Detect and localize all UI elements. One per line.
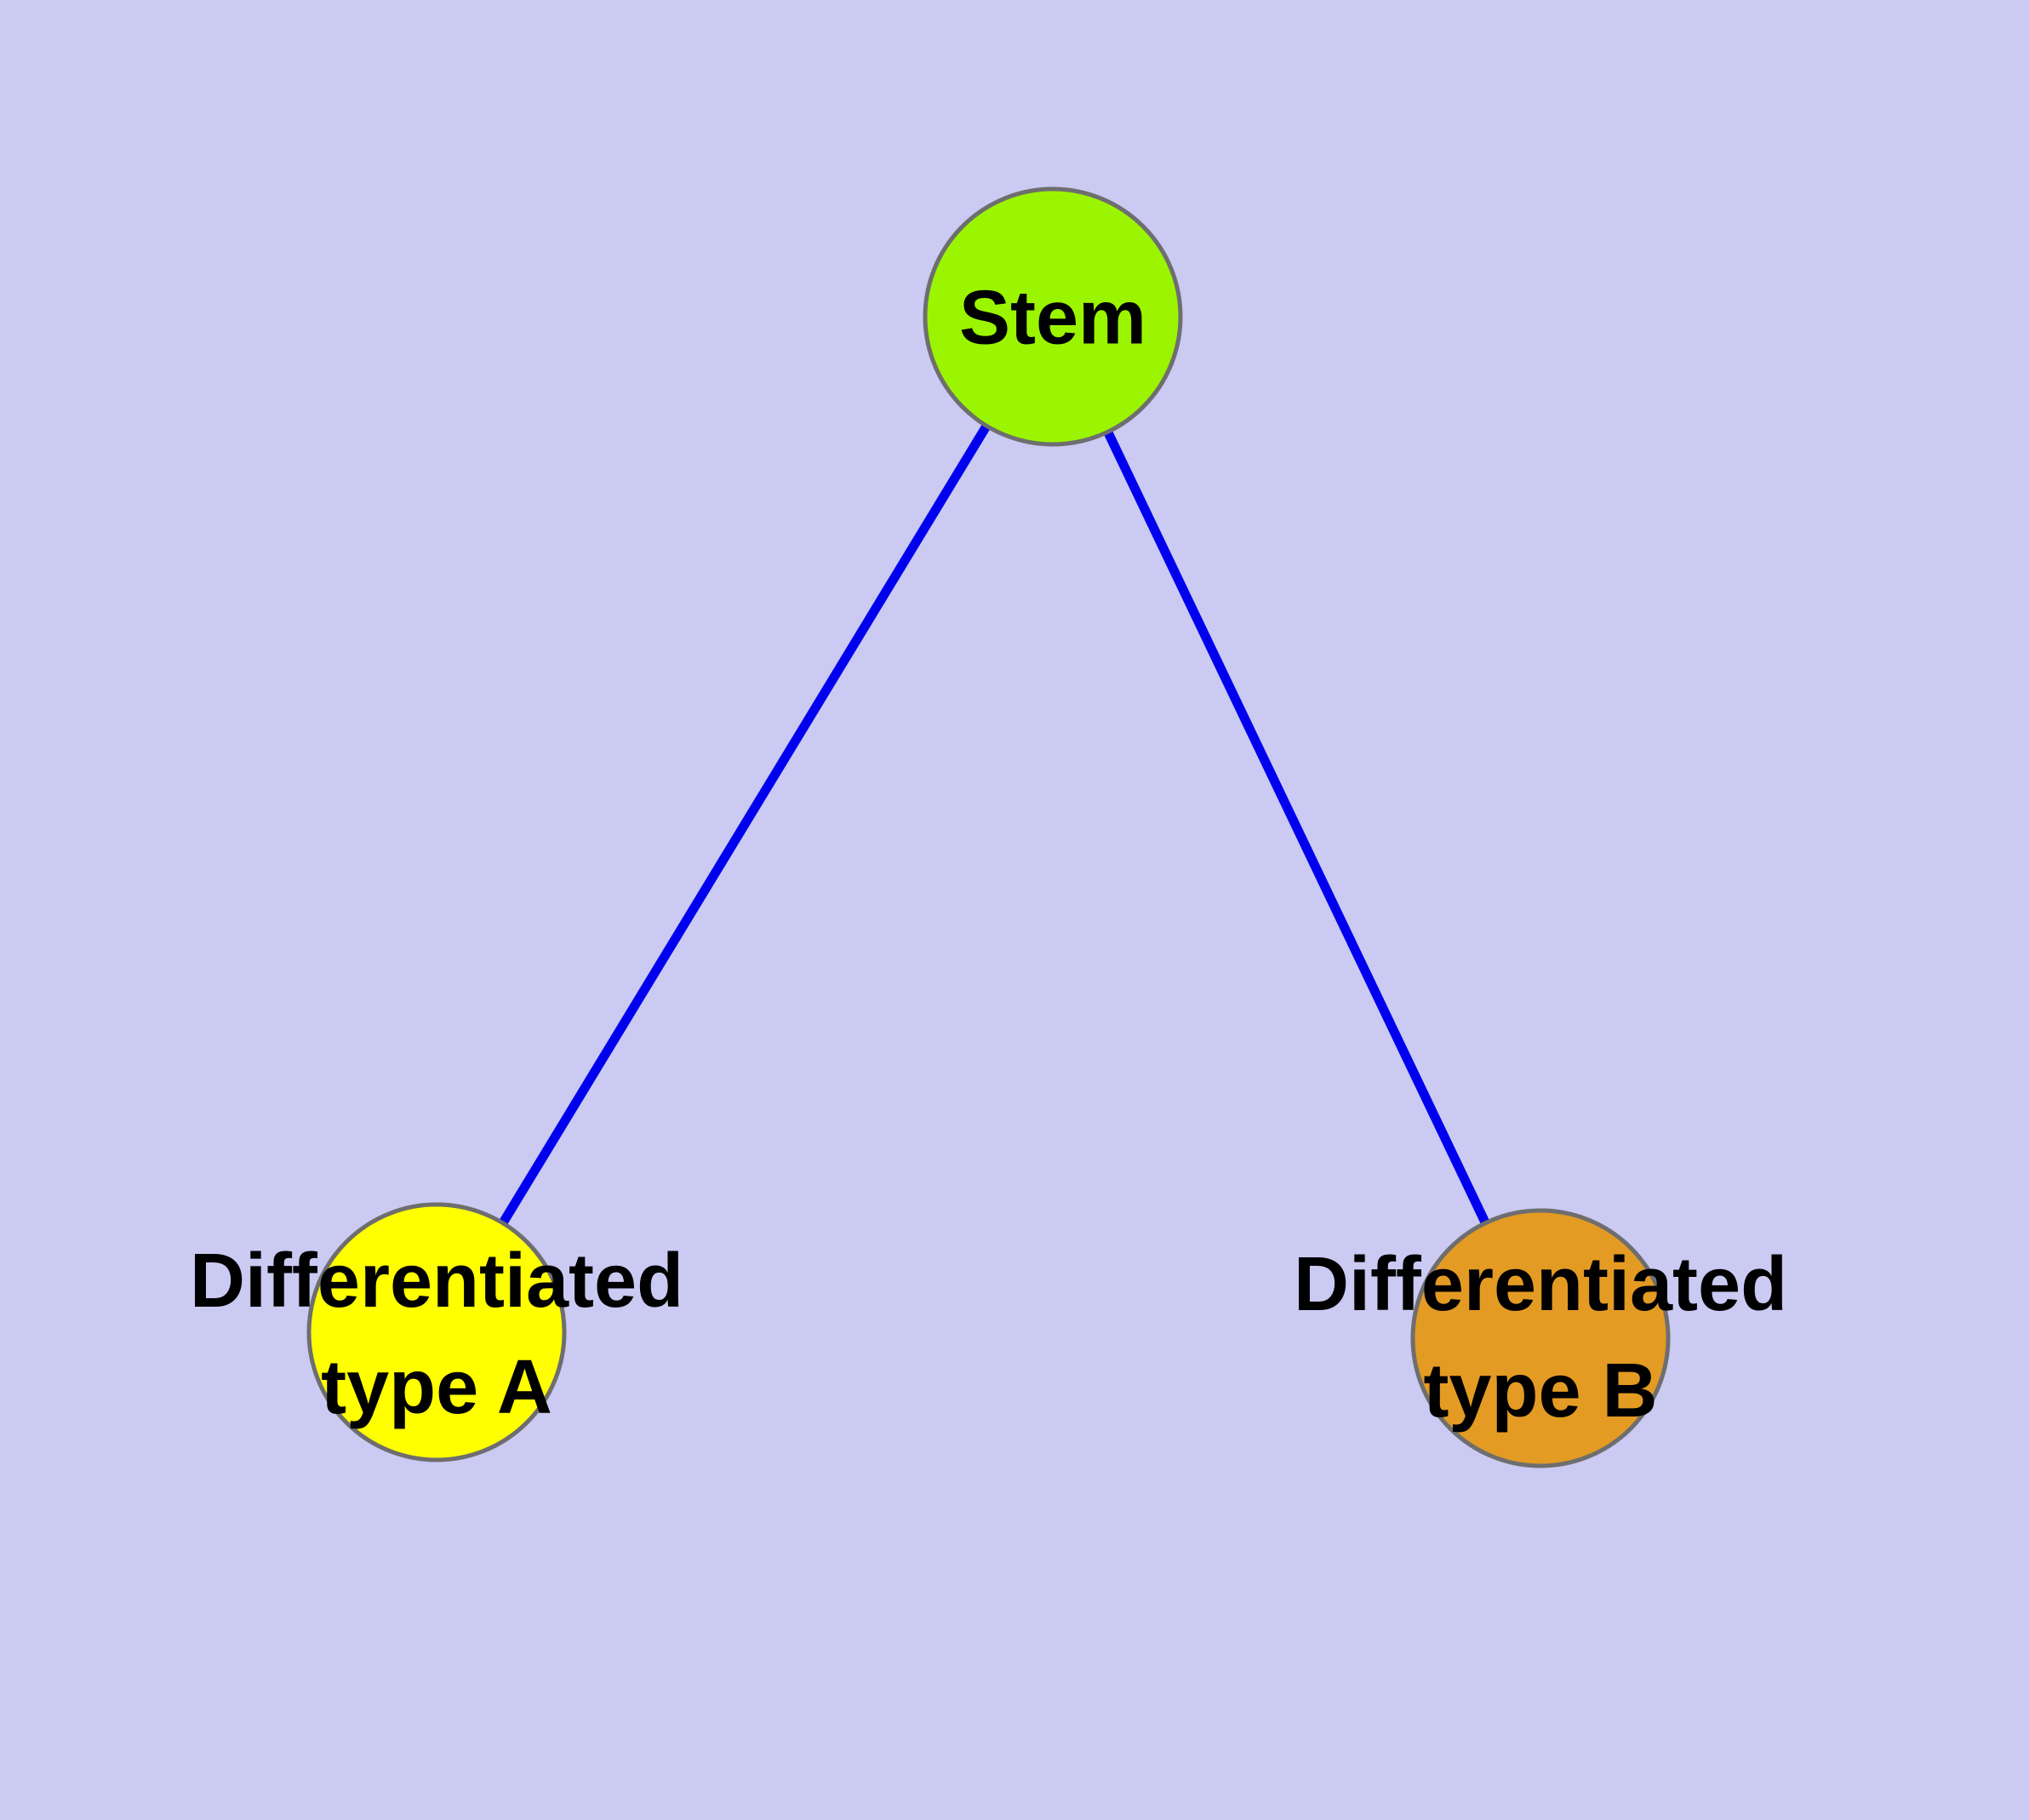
type-a-node-circle [306,1202,567,1462]
stem-node-circle [923,186,1183,447]
edge-stem-to-type-a [432,314,1057,1335]
type-b-node-circle [1410,1208,1671,1468]
edge-stem-to-type-b [1049,314,1545,1341]
